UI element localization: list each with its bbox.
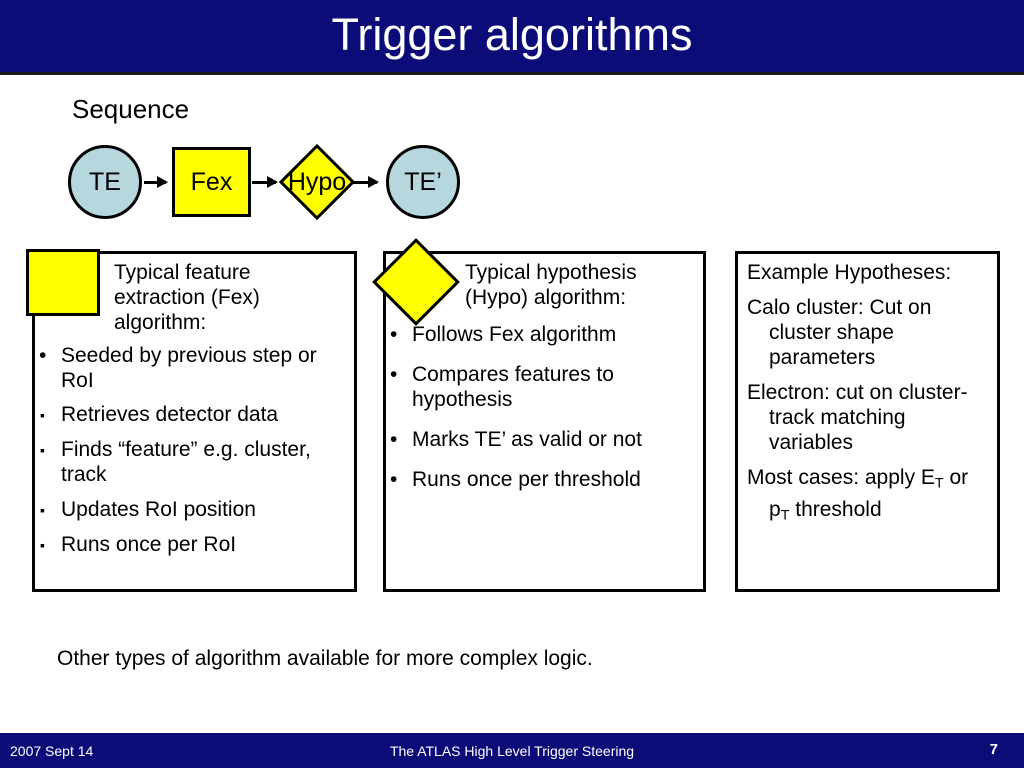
page-title: Trigger algorithms — [331, 9, 693, 60]
bullet-round-icon: • — [390, 428, 398, 451]
list-item: • Marks TE’ as valid or not — [386, 427, 703, 452]
node-te-label: TE — [89, 168, 121, 196]
example-paragraph-threshold: Most cases: apply ET or pT threshold — [747, 465, 988, 528]
example-paragraph: Electron: cut on cluster-track matching … — [747, 381, 968, 454]
sequence-heading: Sequence — [72, 94, 190, 124]
list-item-text: Updates RoI position — [61, 498, 256, 521]
list-item: • Seeded by previous step or RoI — [35, 343, 354, 393]
list-item-text: Follows Fex algorithm — [412, 323, 617, 346]
examples-box-body: Example Hypotheses: Calo cluster: Cut on… — [738, 254, 997, 538]
node-fex-label: Fex — [190, 168, 233, 196]
list-item-text: Marks TE’ as valid or not — [412, 428, 642, 451]
node-hypo-diamond — [278, 143, 356, 221]
list-item: • Compares features to hypothesis — [386, 362, 703, 412]
bullet-square-icon: ▪ — [40, 407, 45, 423]
fex-description-box: Typical feature extraction (Fex) algorit… — [32, 251, 357, 592]
fex-heading-line-2: extraction (Fex) — [114, 286, 260, 309]
fex-bullet-list: • Seeded by previous step or RoI ▪ Retri… — [35, 343, 354, 567]
fex-heading-line-3: algorithm: — [114, 311, 207, 334]
node-hypo-label: Hypo — [287, 168, 347, 196]
footer-date: 2007 Sept 14 — [10, 743, 94, 759]
example-hypotheses-box: Example Hypotheses: Calo cluster: Cut on… — [735, 251, 1000, 592]
arrow-fex-to-hypo — [252, 176, 278, 188]
hypo-description-box: Typical hypothesis (Hypo) algorithm: • F… — [383, 251, 706, 592]
bullet-round-icon: • — [390, 323, 398, 346]
node-te-prime-label: TE’ — [404, 168, 442, 196]
fex-heading-line-1: Typical feature — [114, 261, 251, 284]
threshold-sub-et: T — [934, 475, 944, 492]
list-item: ▪ Updates RoI position — [35, 497, 354, 522]
footer-page-number: 7 — [989, 741, 998, 758]
bullet-square-icon: ▪ — [40, 502, 45, 518]
list-item-text: Finds “feature” e.g. cluster, track — [61, 438, 311, 486]
threshold-sub-pt: T — [780, 507, 790, 524]
list-item: • Follows Fex algorithm — [386, 322, 703, 347]
list-item-text: Runs once per threshold — [412, 468, 641, 491]
list-item-text: Compares features to hypothesis — [412, 363, 614, 411]
node-te-circle — [68, 145, 142, 219]
fex-yellow-square-icon — [26, 249, 100, 316]
hypo-heading-line-1: Typical hypothesis — [465, 261, 637, 284]
arrow-hypo-to-te-prime — [352, 176, 379, 188]
bullet-square-icon: ▪ — [40, 442, 45, 458]
example-paragraph: Example Hypotheses: — [747, 261, 952, 284]
list-item: • Runs once per threshold — [386, 467, 703, 492]
bullet-round-icon: • — [39, 344, 47, 367]
bullet-round-icon: • — [390, 468, 398, 491]
arrow-te-to-fex — [144, 176, 168, 188]
example-paragraph: Calo cluster: Cut on cluster shape param… — [747, 296, 932, 369]
footer-title: The ATLAS High Level Trigger Steering — [389, 743, 635, 759]
threshold-middle: or p — [769, 466, 969, 521]
footnote-text: Other types of algorithm available for m… — [57, 647, 593, 670]
slide-title-bar: Trigger algorithms — [0, 0, 1024, 75]
hypo-heading-line-2: (Hypo) algorithm: — [465, 286, 627, 309]
bullet-round-icon: • — [390, 363, 398, 386]
list-item: ▪ Runs once per RoI — [35, 532, 354, 557]
list-item: ▪ Finds “feature” e.g. cluster, track — [35, 437, 354, 487]
hypo-bullet-list: • Follows Fex algorithm • Compares featu… — [386, 322, 703, 502]
list-item-text: Retrieves detector data — [61, 403, 279, 426]
threshold-suffix: threshold — [789, 497, 882, 521]
list-item: ▪ Retrieves detector data — [35, 402, 354, 427]
list-item-text: Runs once per RoI — [61, 533, 237, 556]
slide-footer-bar: 2007 Sept 14 The ATLAS High Level Trigge… — [0, 733, 1024, 768]
bullet-square-icon: ▪ — [40, 537, 45, 553]
node-te-prime-circle — [386, 145, 460, 219]
list-item-text: Seeded by previous step or RoI — [61, 344, 317, 392]
threshold-prefix: Most cases: apply E — [747, 466, 935, 489]
node-fex-rect — [172, 147, 251, 217]
